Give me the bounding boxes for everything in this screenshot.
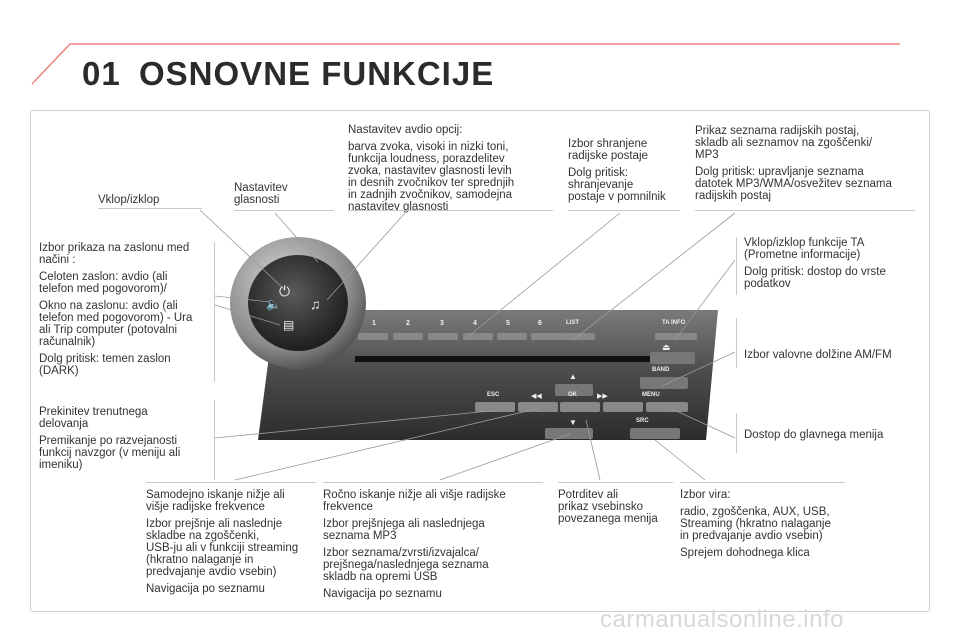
content-frame [30, 110, 930, 612]
down-button-shape [545, 428, 593, 439]
band-button-shape [640, 377, 688, 389]
ta-info-button[interactable]: TA INFO [662, 320, 686, 326]
label-display: Izbor prikaza na zaslonu med načini :Cel… [39, 242, 193, 377]
menu-button[interactable]: MENU [642, 392, 660, 398]
underline [568, 210, 680, 211]
preset-1-button[interactable]: 1 [372, 320, 376, 327]
speaker-icon[interactable]: 🔈 [266, 297, 281, 311]
label-ok: Potrditev ali prikaz vsebinsko povezaneg… [558, 489, 658, 525]
chapter-number: 01 [82, 55, 121, 92]
nav-row [475, 402, 688, 412]
cd-slot [355, 356, 675, 362]
label-ta: Vklop/izklop funkcije TA (Prometne infor… [744, 237, 886, 290]
eject-button[interactable]: ⏏ [662, 342, 671, 352]
music-note-icon[interactable]: ♫ [310, 296, 321, 312]
leader-lines [199, 209, 736, 481]
src-button-shape [630, 428, 680, 439]
label-list: Prikaz seznama radijskih postaj, skladb … [695, 125, 892, 202]
preset-4-button[interactable]: 4 [473, 320, 477, 327]
preset-3-button[interactable]: 3 [440, 320, 444, 327]
bracket-line [736, 318, 737, 368]
preset-5-button[interactable]: 5 [506, 320, 510, 327]
label-band: Izbor valovne dolžine AM/FM [744, 349, 892, 361]
underline [323, 482, 543, 483]
up-button[interactable]: ▲ [569, 372, 577, 381]
header-decoration [31, 43, 900, 85]
label-manual: Ročno iskanje nižje ali višje radijske f… [323, 489, 506, 600]
list-button[interactable]: LIST [566, 320, 579, 326]
bracket-line [214, 242, 215, 382]
up-button-shape [555, 384, 593, 396]
label-seek: Samodejno iskanje nižje ali višje radijs… [146, 489, 299, 595]
esc-button[interactable]: ESC [487, 392, 500, 398]
down-button[interactable]: ▼ [569, 418, 577, 427]
underline [98, 208, 202, 209]
underline [695, 210, 915, 211]
page-title: OSNOVNE FUNKCIJE [139, 55, 495, 92]
src-button[interactable]: SRC [636, 418, 649, 424]
preset-2-button[interactable]: 2 [406, 320, 410, 327]
label-volume: Nastavitev glasnosti [234, 182, 288, 206]
watermark: carmanualsonline.info [600, 606, 844, 633]
label-src: Izbor vira:radio, zgoščenka, AUX, USB, S… [680, 489, 831, 559]
underline [348, 210, 553, 211]
underline [680, 482, 845, 483]
label-power: Vklop/izklop [98, 194, 160, 206]
bracket-line [214, 400, 215, 480]
eject-button-shape [650, 352, 695, 364]
display-mode-icon[interactable]: ▤ [283, 318, 295, 332]
preset-6-button[interactable]: 6 [538, 320, 542, 327]
underline [558, 482, 673, 483]
underline [146, 482, 316, 483]
bracket-line [736, 413, 737, 453]
next-button[interactable]: ▶▶ [597, 393, 608, 400]
band-button[interactable]: BAND [652, 367, 670, 373]
label-audio: Nastavitev avdio opcij:barva zvoka, viso… [348, 124, 515, 213]
power-icon[interactable]: ⏻ [279, 283, 291, 299]
prev-button[interactable]: ◀◀ [531, 393, 542, 400]
bracket-line [736, 237, 737, 295]
ok-button[interactable]: OK [568, 392, 577, 398]
label-menu: Dostop do glavnega menija [744, 429, 884, 441]
underline [234, 210, 334, 211]
